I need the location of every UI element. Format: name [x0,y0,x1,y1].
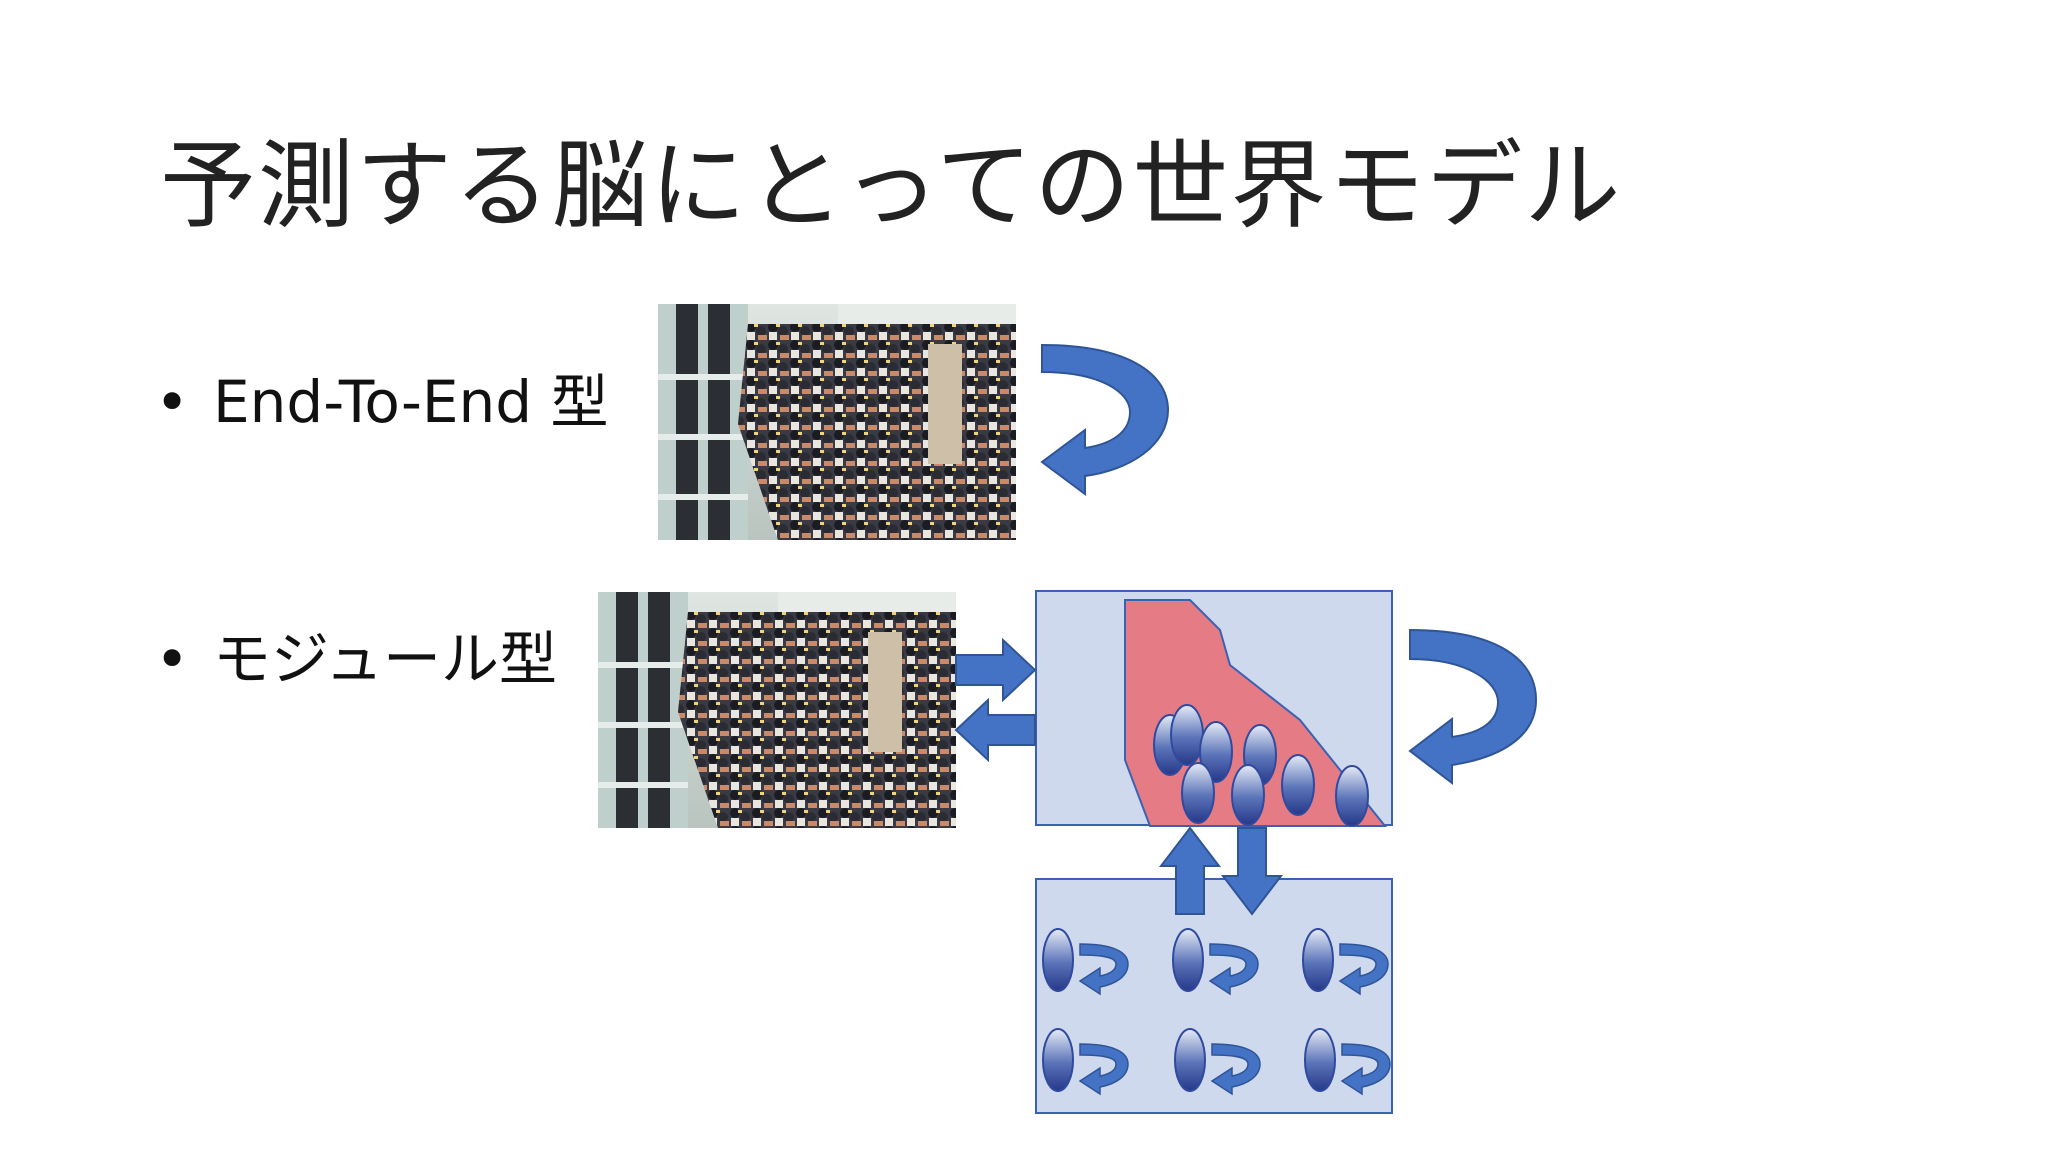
double-arrow-icon [1158,826,1284,916]
module-ellipses [1153,704,1369,827]
crowd-photo-modular [598,592,956,828]
submodule-item [1174,1028,1261,1096]
loop-arrow-icon [1340,1043,1391,1096]
loop-arrow-icon [1078,1043,1129,1096]
ellipse-node-icon [1174,1028,1206,1092]
bullet-label-modular: モジュール型 [213,625,557,693]
ellipse-node-icon [1281,754,1315,816]
ellipse-node-icon [1302,928,1334,992]
loop-arrow-icon [1338,943,1389,996]
submodule-item [1042,1028,1129,1096]
loop-arrow-icon [1210,1043,1261,1096]
submodules [1042,928,1391,1096]
loop-arrow-icon [1408,628,1538,786]
loop-arrow-icon [1208,943,1259,996]
ellipse-node-icon [1181,762,1215,824]
bullet-marker: • [155,368,190,436]
ellipse-node-icon [1231,764,1265,826]
submodule-item [1302,928,1389,996]
ellipse-node-icon [1042,928,1074,992]
bullet-marker: • [155,625,190,693]
bullet-end-to-end: • End-To-End 型 [155,355,609,439]
ellipse-node-icon [1304,1028,1336,1092]
submodule-item [1304,1028,1391,1096]
ellipse-node-icon [1170,704,1204,766]
slide-title: 予測する脳にとっての世界モデル [160,130,1623,242]
submodule-item [1042,928,1129,996]
crowd-photo-end-to-end [658,304,1016,540]
submodule-item [1172,928,1259,996]
loop-arrow-icon [1078,943,1129,996]
double-arrow-icon [954,637,1037,763]
ellipse-node-icon [1335,765,1369,827]
bullet-modular: • モジュール型 [155,612,557,696]
loop-arrow-icon [1040,343,1170,496]
ellipse-node-icon [1042,1028,1074,1092]
ellipse-node-icon [1199,721,1233,783]
bullet-label-end-to-end: End-To-End 型 [213,368,609,436]
ellipse-node-icon [1172,928,1204,992]
